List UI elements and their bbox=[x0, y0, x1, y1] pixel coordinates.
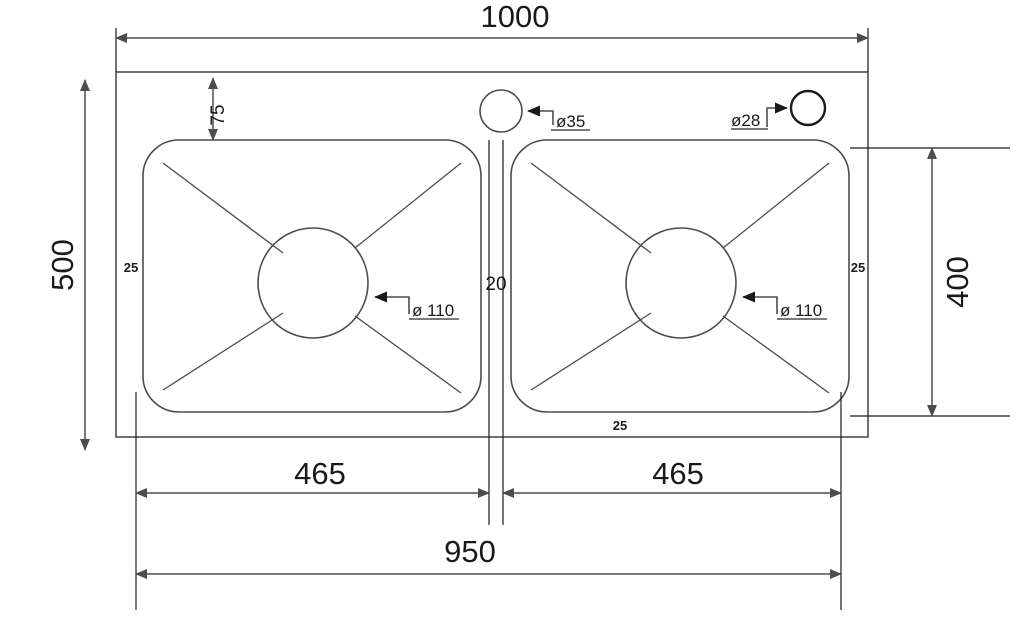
right-bowl-diagonal-bl bbox=[530, 312, 652, 391]
dimension-label-20: 20 bbox=[485, 274, 506, 295]
left-drain-circle bbox=[257, 227, 369, 339]
sink-outer-plate bbox=[115, 71, 869, 438]
right-drain-leader bbox=[742, 291, 778, 314]
tap-hole-28-leader bbox=[766, 102, 788, 127]
tap-hole-28-circle bbox=[789, 89, 827, 127]
right-bowl-diagonal-tl bbox=[530, 162, 652, 254]
right-bowl-outline bbox=[510, 139, 850, 413]
left-bowl-outline bbox=[142, 139, 482, 413]
dimension-label-75: 75 bbox=[208, 104, 229, 125]
dimension-label-400: 400 bbox=[940, 256, 975, 308]
left-drain-label: ø 110 bbox=[412, 301, 454, 320]
left-bowl-diagonal-tr bbox=[354, 162, 462, 249]
wall-thickness-left-label: 25 bbox=[124, 260, 138, 275]
right-drain-circle bbox=[625, 227, 737, 339]
dimension-label-465-left: 465 bbox=[294, 456, 346, 491]
left-bowl-diagonal-tl bbox=[162, 162, 284, 254]
dimension-label-950: 950 bbox=[444, 534, 496, 569]
dimension-label-500: 500 bbox=[45, 239, 80, 291]
wall-thickness-bottom-label: 25 bbox=[613, 418, 627, 433]
wall-thickness-right-label: 25 bbox=[851, 260, 865, 275]
tap-hole-28-label: ø28 bbox=[731, 111, 760, 130]
tap-hole-35-leader bbox=[527, 105, 554, 125]
tap-hole-35-label: ø35 bbox=[556, 112, 585, 131]
dimension-label-1000: 1000 bbox=[481, 0, 550, 34]
right-drain-label: ø 110 bbox=[780, 301, 822, 320]
left-bowl-diagonal-br bbox=[354, 315, 462, 394]
right-bowl-diagonal-tr bbox=[722, 162, 830, 249]
tap-hole-35-circle bbox=[479, 89, 523, 133]
dimension-label-465-right: 465 bbox=[652, 456, 704, 491]
right-bowl-group: ø 110 bbox=[510, 139, 850, 413]
left-drain-leader bbox=[374, 291, 410, 314]
right-bowl-diagonal-br bbox=[722, 315, 830, 394]
left-bowl-group: ø 110 bbox=[142, 139, 482, 413]
left-bowl-diagonal-bl bbox=[162, 312, 284, 391]
